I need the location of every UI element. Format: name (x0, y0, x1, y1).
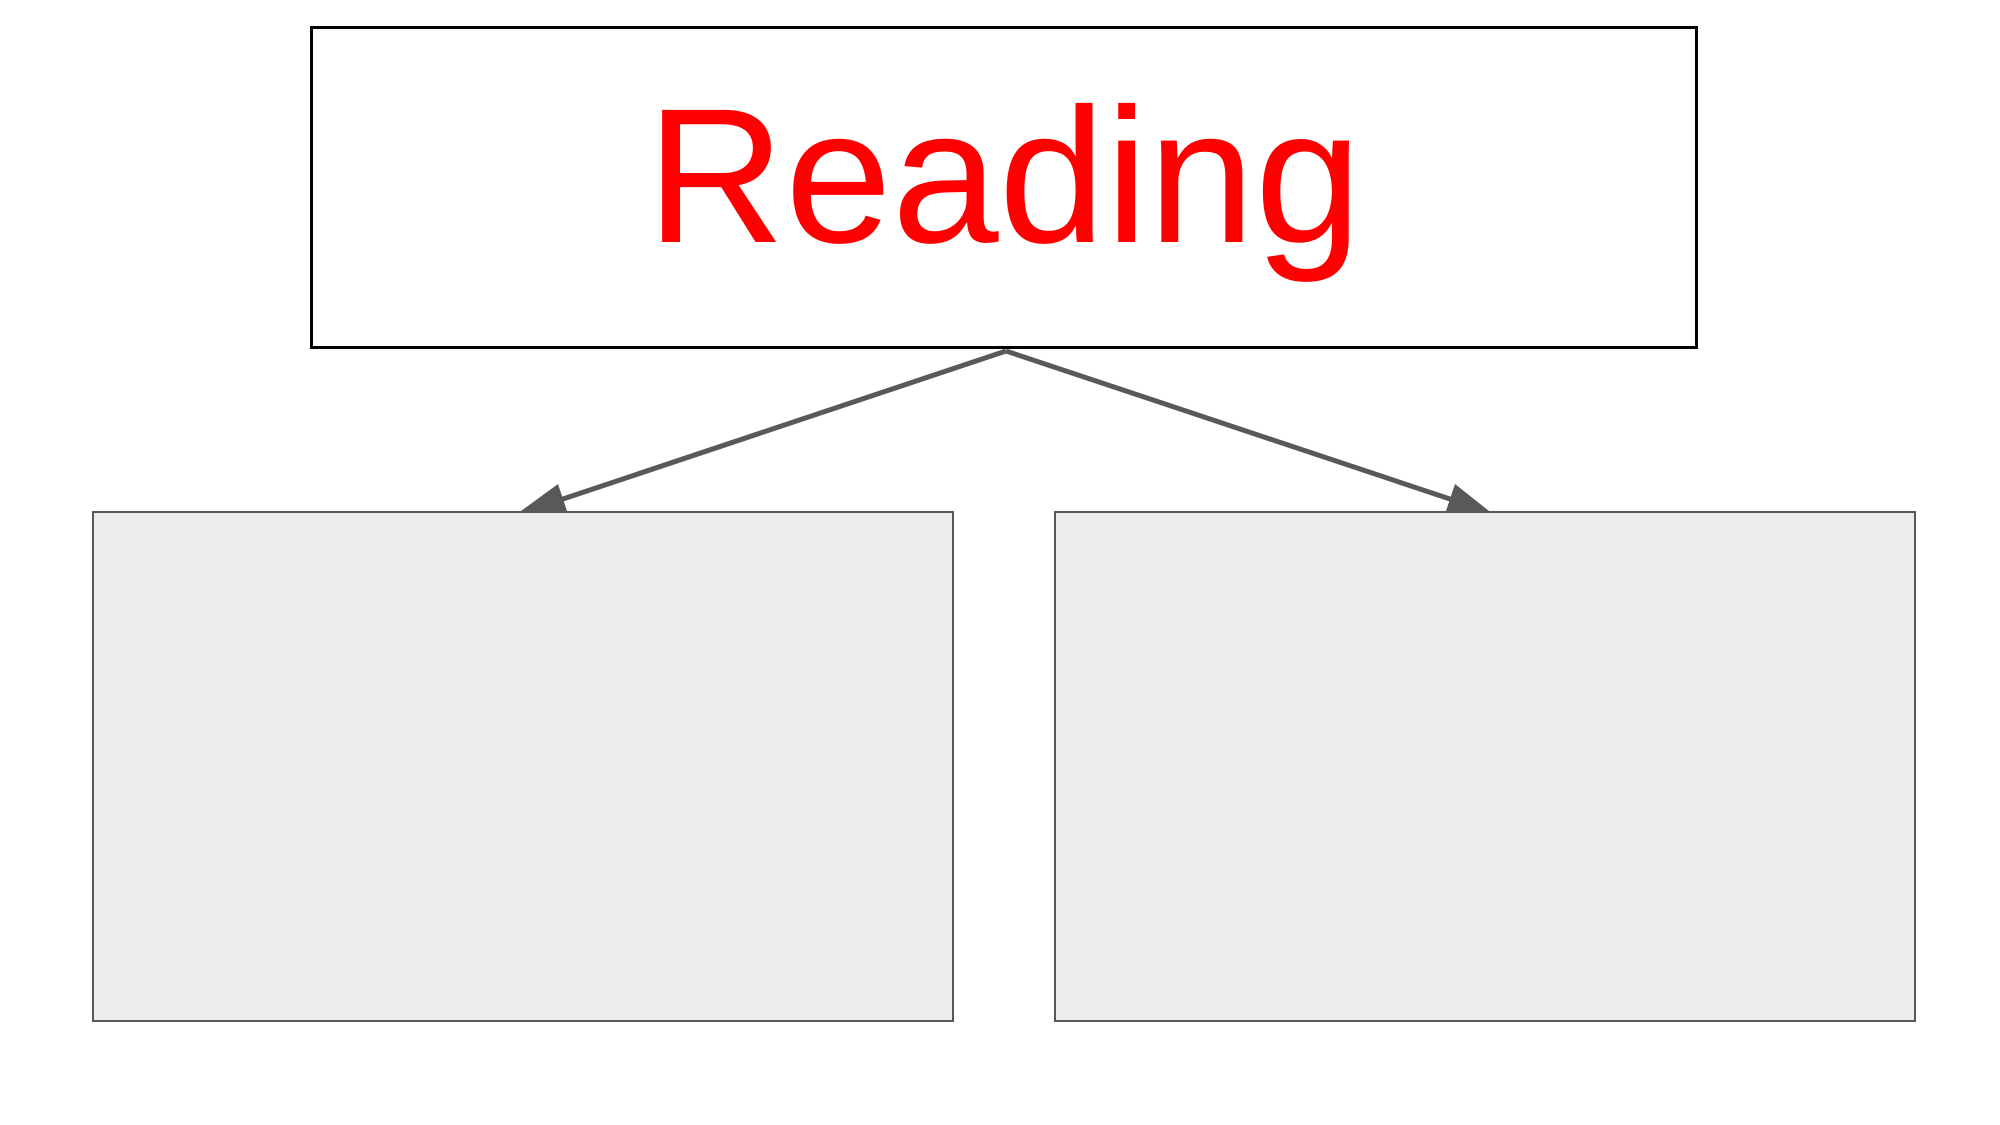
child-box-right (1054, 511, 1916, 1022)
connector-right-arrowhead (1445, 484, 1489, 514)
connector-left (547, 348, 1007, 507)
reading-box: Reading (310, 26, 1698, 349)
child-box-left (92, 511, 954, 1022)
connector-right (1005, 348, 1463, 506)
connector-left-arrowhead (521, 484, 568, 514)
reading-box-title: Reading (646, 67, 1362, 283)
